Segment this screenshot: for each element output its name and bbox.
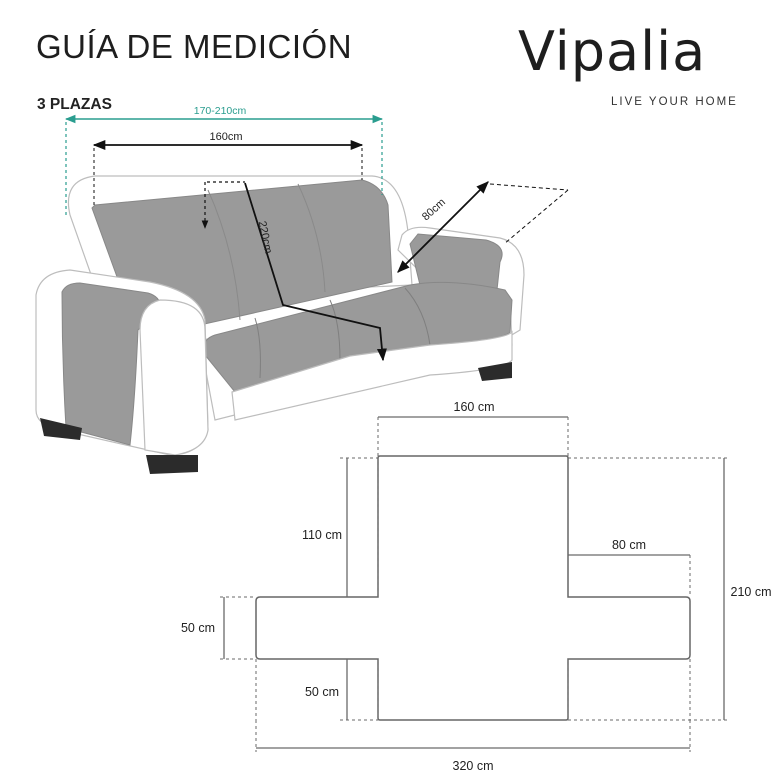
plan-arm-height-label: 50 cm [181, 621, 215, 635]
sofa-illustration [35, 175, 525, 474]
plan-upper-height-label: 110 cm [302, 528, 342, 542]
sofa-size-subtitle: 3 PLAZAS [37, 96, 112, 113]
page-title: GUÍA DE MEDICIÓN [36, 28, 353, 65]
brand-tagline: LIVE YOUR HOME [611, 96, 738, 108]
seat-width-dimension: 160cm [92, 131, 364, 205]
arm-label: 80cm [420, 196, 448, 223]
plan-lower-height-label: 50 cm [305, 685, 339, 699]
cover-flat-plan: 160 cm 110 cm 210 cm 80 cm 50 cm 50 cm 3… [181, 400, 772, 773]
range-dimension: 170-210cm [64, 105, 384, 215]
plan-total-height-label: 210 cm [731, 585, 772, 599]
brand-logo: Vipalia [518, 20, 707, 83]
plan-total-width-label: 320 cm [453, 759, 494, 773]
plan-top-width-label: 160 cm [454, 400, 495, 414]
cover-outline [255, 455, 691, 721]
plan-arm-width-label: 80 cm [612, 538, 646, 552]
seat-width-label: 160cm [209, 131, 242, 143]
range-label: 170-210cm [194, 105, 247, 117]
